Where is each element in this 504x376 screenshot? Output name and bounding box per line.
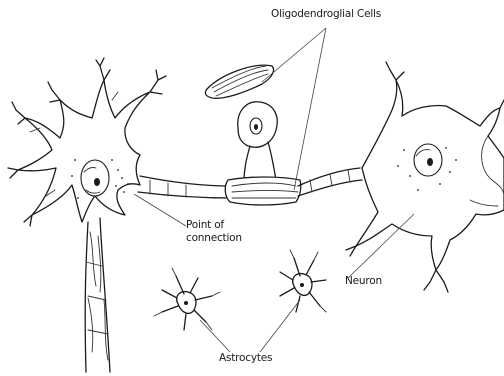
astrocyte-left: [154, 268, 220, 330]
left-neuron: [8, 58, 232, 372]
label-neuron: Neuron: [345, 275, 382, 287]
astrocyte-right: [280, 250, 326, 312]
label-oligodendroglial-cells: Oligodendroglial Cells: [271, 8, 381, 20]
label-point-of-connection-line1: Point of: [186, 219, 224, 231]
label-point-of-connection-line2: connection: [186, 232, 242, 244]
left-neuron-nucleus: [81, 160, 109, 196]
label-astrocytes: Astrocytes: [219, 352, 272, 364]
oligodendroglial-cells: [205, 65, 362, 205]
